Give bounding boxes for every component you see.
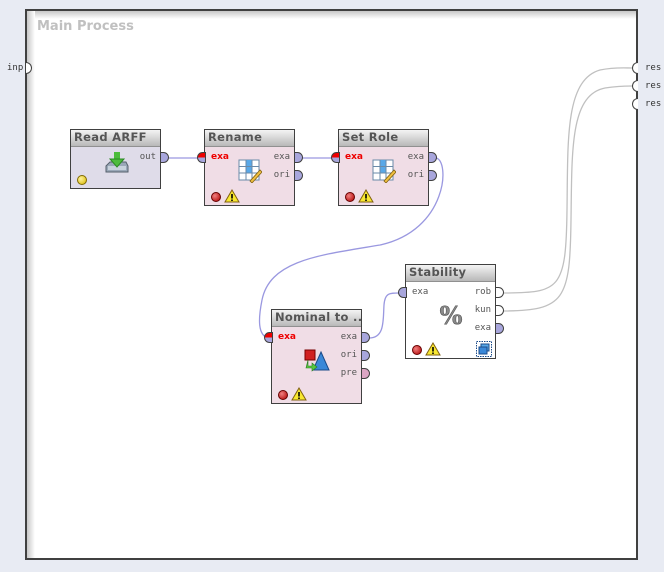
status-indicator <box>77 175 87 185</box>
port-label-out: ori <box>340 350 357 360</box>
svg-text:%: % <box>440 302 463 328</box>
port-stability-out-kun[interactable] <box>495 305 504 316</box>
port-setrole-out-ori[interactable] <box>428 170 437 181</box>
process-output-label: res <box>645 99 662 109</box>
port-rename-out-exa[interactable] <box>294 152 303 163</box>
operator-nominal-to[interactable]: Nominal to ... exa exa ori pre <box>271 309 362 404</box>
port-setrole-out-exa[interactable] <box>428 152 437 163</box>
port-label-in: exa <box>412 287 429 297</box>
status-indicator <box>345 192 355 202</box>
port-label-out: exa <box>340 332 357 342</box>
port-label-in: exa <box>211 152 229 162</box>
operator-title: Rename <box>205 130 294 147</box>
percent-icon: % <box>439 302 463 328</box>
operator-read-arff[interactable]: Read ARFF out <box>70 129 161 189</box>
warning-icon <box>224 189 240 203</box>
table-edit-icon <box>372 159 396 183</box>
port-rename-in-exa[interactable] <box>197 152 206 163</box>
port-stability-out-exa[interactable] <box>495 323 504 334</box>
port-label-out: ori <box>273 170 290 180</box>
port-label-out: pre <box>340 368 357 378</box>
canvas-shadow-top <box>27 11 636 19</box>
type-conversion-icon <box>304 349 330 372</box>
port-label-in: exa <box>345 152 363 162</box>
warning-icon <box>291 387 307 401</box>
port-label-out: ori <box>407 170 424 180</box>
subprocess-icon[interactable] <box>476 341 492 357</box>
port-nominal-out-ori[interactable] <box>361 350 370 361</box>
warning-icon <box>425 342 441 356</box>
port-stability-out-rob[interactable] <box>495 287 504 298</box>
process-output-port[interactable] <box>632 98 638 110</box>
process-output-port[interactable] <box>632 80 638 92</box>
port-stability-in-exa[interactable] <box>398 287 407 298</box>
port-label-out: out <box>139 152 156 162</box>
table-edit-icon <box>238 159 262 183</box>
operator-title: Set Role <box>339 130 428 147</box>
process-title: Main Process <box>37 19 134 34</box>
operator-title: Read ARFF <box>71 130 160 147</box>
operator-rename[interactable]: Rename exa exa ori <box>204 129 295 206</box>
process-output-label: res <box>645 81 662 91</box>
warning-icon <box>358 189 374 203</box>
process-input-label: inp <box>7 63 24 73</box>
port-nominal-out-exa[interactable] <box>361 332 370 343</box>
import-data-icon <box>105 152 129 173</box>
port-label-in: exa <box>278 332 296 342</box>
port-setrole-in-exa[interactable] <box>331 152 340 163</box>
status-indicator <box>412 345 422 355</box>
status-indicator <box>211 192 221 202</box>
port-nominal-out-pre[interactable] <box>361 368 370 379</box>
port-label-out: exa <box>474 323 491 333</box>
canvas-shadow-left <box>27 11 35 558</box>
port-label-out: rob <box>474 287 491 297</box>
port-nominal-in-exa[interactable] <box>264 332 273 343</box>
port-label-out: exa <box>407 152 424 162</box>
operator-stability[interactable]: Stability exa rob kun exa % <box>405 264 496 359</box>
port-label-out: kun <box>474 305 491 315</box>
port-rename-out-ori[interactable] <box>294 170 303 181</box>
operator-set-role[interactable]: Set Role exa exa ori <box>338 129 429 206</box>
port-label-out: exa <box>273 152 290 162</box>
process-output-label: res <box>645 63 662 73</box>
process-output-port[interactable] <box>632 62 638 74</box>
status-indicator <box>278 390 288 400</box>
operator-title: Nominal to ... <box>272 310 361 327</box>
port-read-arff-out[interactable] <box>160 152 169 163</box>
process-canvas[interactable]: Main Process <box>25 9 638 560</box>
operator-title: Stability <box>406 265 495 282</box>
